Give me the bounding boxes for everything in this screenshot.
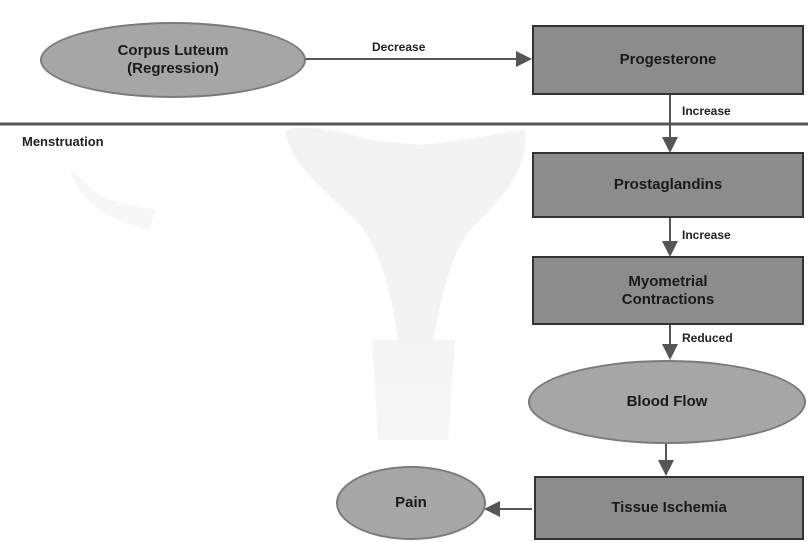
uterus-watermark xyxy=(70,128,526,440)
decrease-label: Decrease xyxy=(372,40,425,54)
increase-label-1: Increase xyxy=(682,104,731,118)
menstruation-label: Menstruation xyxy=(22,134,104,149)
pain-node: Pain xyxy=(336,466,486,540)
blood-flow-node: Blood Flow xyxy=(528,360,806,444)
corpus-luteum-node: Corpus Luteum (Regression) xyxy=(40,22,306,98)
tissue-ischemia-node: Tissue Ischemia xyxy=(534,476,804,540)
prostaglandins-node: Prostaglandins xyxy=(532,152,804,218)
increase-label-2: Increase xyxy=(682,228,731,242)
progesterone-node: Progesterone xyxy=(532,25,804,95)
myometrial-contractions-node: Myometrial Contractions xyxy=(532,256,804,325)
reduced-label: Reduced xyxy=(682,331,733,345)
